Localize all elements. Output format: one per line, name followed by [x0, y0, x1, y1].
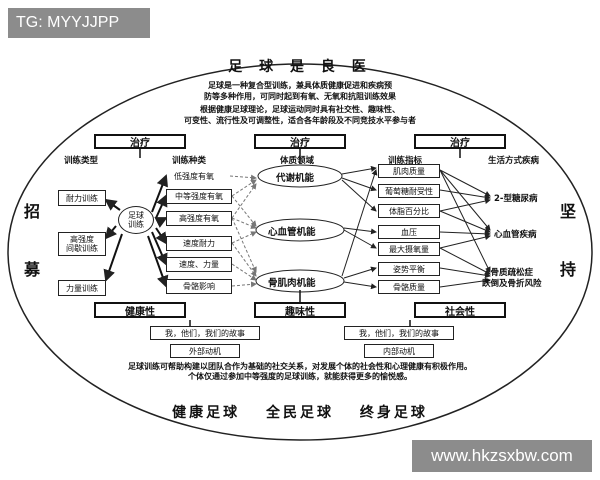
indicator-postural-balance: 姿势平衡 [378, 262, 440, 276]
social-bar: 社会性 [414, 302, 506, 318]
intro-line: 根据健康足球理论，足球运动同时具有社交性、趣味性、 [200, 105, 400, 114]
header-training-kind: 训练种类 [172, 156, 207, 166]
intro-line: 足球是一种复合型训练，兼具体质健康促进和疾病预 [208, 81, 392, 90]
intro-line: 防等多种作用，可同时起到有氧、无氧和抗阻训练效果 [204, 92, 396, 101]
treatment-bar-right: 治疗 [414, 134, 506, 149]
intro-line: 可变性、流行性及可调整性，适合各年龄段及不同竞技水平参与者 [184, 116, 416, 125]
training-kind-bone-impact: 骨骼影响 [166, 279, 232, 294]
disease-type2-diabetes: 2-型糖尿病 [494, 194, 538, 204]
training-kind-speed-endurance: 速度耐力 [166, 236, 232, 251]
training-type-strength: 力量训练 [58, 280, 106, 296]
footer-line: 足球训练可帮助构建以团队合作为基础的社交关系，对发展个体的社会性和心理健康有积极… [128, 362, 472, 371]
story-box-left: 我，他们，我们的故事 [150, 326, 260, 340]
footer-line: 个体仅通过参加中等强度的足球训练，就能获得更多的愉悦感。 [188, 372, 412, 381]
fitness-metabolic: 代谢机能 [276, 173, 315, 184]
indicator-blood-pressure: 血压 [378, 225, 440, 239]
football-training-center: 足球 训练 [118, 206, 154, 234]
treatment-bar-center: 治疗 [254, 134, 346, 149]
intro-text: 足球是一种复合型训练，兼具体质健康促进和疾病预 防等多种作用，可同时起到有氧、无… [120, 80, 480, 126]
fitness-cardiovascular: 心血管机能 [268, 227, 316, 238]
side-char-recruit-1: 招 [24, 202, 41, 221]
indicator-glucose-tolerance: 葡萄糖耐受性 [378, 184, 440, 198]
indicator-bone-mass: 骨骼质量 [378, 280, 440, 294]
indicator-body-fat: 体脂百分比 [378, 204, 440, 218]
header-training-type: 训练类型 [64, 156, 99, 166]
indicator-vo2max: 最大摄氧量 [378, 242, 440, 256]
indicator-muscle-mass: 肌肉质量 [378, 164, 440, 178]
header-lifestyle-disease: 生活方式疾病 [488, 156, 540, 166]
tag-label: TG: MYYJJPP [8, 8, 150, 38]
training-type-endurance: 耐力训练 [58, 190, 106, 206]
header-training-indicator: 训练指标 [388, 156, 423, 166]
training-kind-moderate-aerobic: 中等强度有氧 [166, 189, 232, 204]
slogan-lifelong-football: 终身足球 [359, 405, 428, 421]
health-bar: 健康性 [94, 302, 186, 318]
external-motivation-box: 外部动机 [170, 344, 240, 358]
training-type-hiit: 高强度 间歇训练 [58, 232, 106, 256]
training-kind-high-aerobic: 高强度有氧 [166, 211, 232, 226]
page-title: 足 球 是 良 医 [228, 59, 372, 75]
side-char-persist-2: 持 [560, 260, 577, 279]
slogan-healthy-football: 健康足球 [172, 405, 241, 421]
fitness-musculoskeletal: 骨肌肉机能 [268, 278, 316, 289]
footer-text: 足球训练可帮助构建以团队合作为基础的社交关系，对发展个体的社会性和心理健康有积极… [110, 362, 490, 382]
training-kind-low-aerobic: 低强度有氧 [174, 172, 214, 181]
slogans: 健康足球 全民足球 终身足球 [0, 402, 600, 422]
treatment-bar-left: 治疗 [94, 134, 186, 149]
side-char-recruit-2: 募 [24, 260, 41, 279]
fun-bar: 趣味性 [254, 302, 346, 318]
internal-motivation-box: 内部动机 [364, 344, 434, 358]
disease-cardiovascular: 心血管疾病 [494, 230, 537, 240]
watermark-label: www.hkzsxbw.com [412, 440, 592, 472]
side-char-persist-1: 坚 [560, 202, 577, 221]
training-kind-speed-strength: 速度、力量 [166, 257, 232, 272]
disease-osteoporosis: 骨质疏松症 跌倒及骨折风险 [482, 268, 542, 289]
story-box-right: 我，他们，我们的故事 [344, 326, 454, 340]
outer-ellipse [7, 63, 593, 441]
slogan-football-for-all: 全民足球 [266, 405, 334, 421]
header-fitness-domain: 体质领域 [280, 156, 315, 166]
